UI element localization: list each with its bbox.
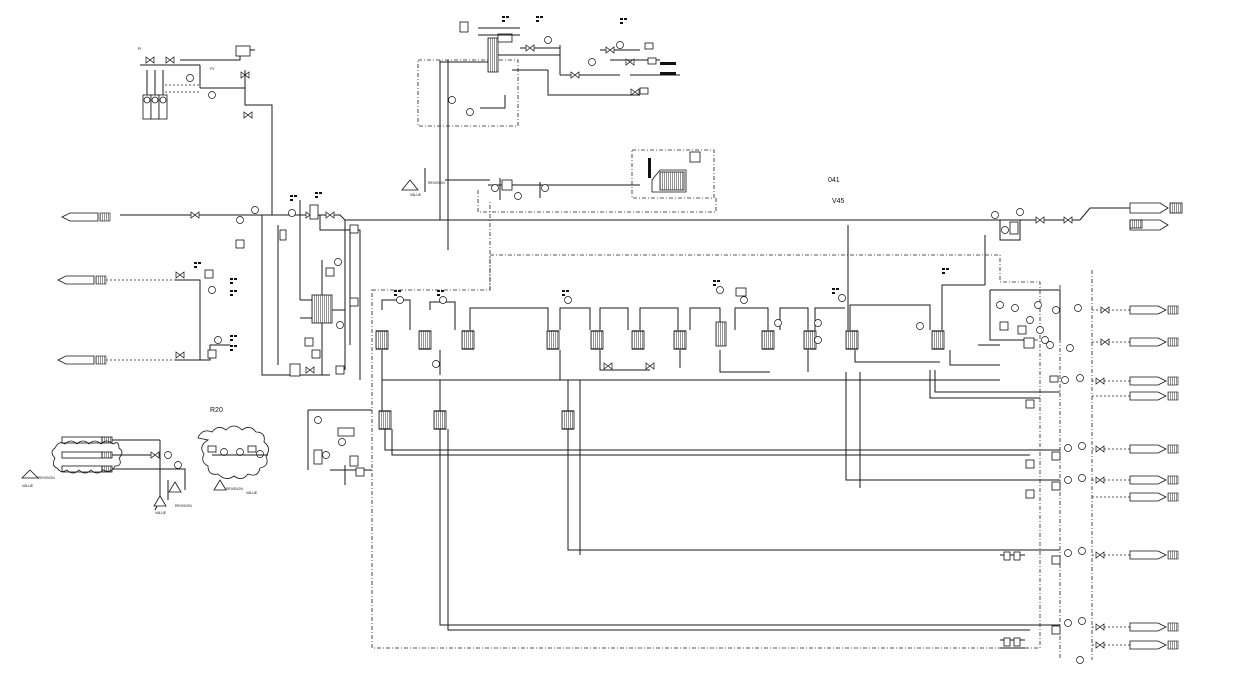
cylinder-cluster: PI FV	[138, 45, 273, 215]
main-process-block	[307, 200, 1060, 649]
tag-v45: V45	[832, 198, 845, 205]
tag-r20: R20	[210, 407, 223, 414]
revision-mark-2-value: VALUE	[22, 484, 34, 488]
svg-text:PI: PI	[138, 47, 141, 51]
tag-041: 041	[828, 177, 840, 184]
revision-mark-4-value: VALUE	[246, 491, 258, 495]
lower-left-units	[21, 168, 426, 511]
revision-mark-3-value: VALUE	[155, 511, 167, 515]
burner-package	[445, 149, 717, 213]
revision-mark-3-label: REVISION	[175, 504, 192, 508]
reactor-package-top	[417, 16, 680, 250]
right-outlets	[989, 270, 1179, 664]
svg-text:FV: FV	[210, 67, 215, 71]
revision-mark-1-value: VALUE	[410, 193, 422, 197]
main-headers	[120, 192, 1080, 380]
right-top-connector	[991, 202, 1183, 241]
revision-mark-1-label: REVISION	[428, 181, 445, 185]
left-inlets	[57, 212, 237, 365]
revision-mark-2-label: REVISION	[38, 476, 55, 480]
revision-mark-4-label: REVISION	[226, 487, 243, 491]
central-exchanger	[289, 258, 359, 377]
